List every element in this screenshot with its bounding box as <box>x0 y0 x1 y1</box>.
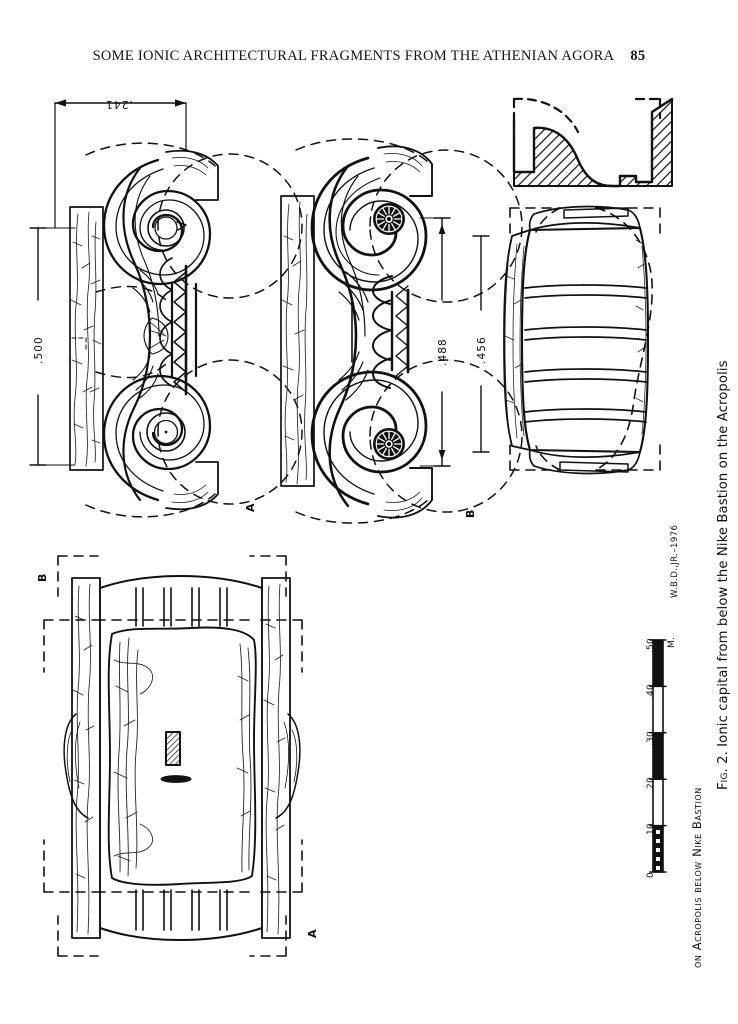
figure-number: Fig. 2. <box>716 751 731 790</box>
plan-view <box>43 555 303 957</box>
elevation-b <box>280 138 523 524</box>
dimension-label-488: .488 <box>437 338 449 366</box>
elevation-a <box>69 142 303 518</box>
dimension-label-500: .500 <box>33 336 45 364</box>
scale-tick-0: 0 <box>646 872 656 878</box>
dimension-label-241: .241 <box>105 98 133 110</box>
scale-tick-30: .30 <box>646 731 656 746</box>
dimension-label-456: .456 <box>476 336 488 364</box>
moulding-section <box>512 97 674 188</box>
scale-tick-20: .20 <box>646 777 656 792</box>
scale-tick-50: .50 <box>646 638 656 653</box>
scale-tick-40: .40 <box>646 684 656 699</box>
figure-caption: Fig. 2. Ionic capital from below the Nik… <box>716 360 731 790</box>
scale-bar-title: on Acropolis below Nike Bastion <box>690 787 704 968</box>
running-title: SOME IONIC ARCHITECTURAL FRAGMENTS FROM … <box>92 48 615 64</box>
section-label-elevation-b: B <box>464 509 477 518</box>
side-elevation <box>503 205 661 475</box>
scale-unit-label: M. <box>667 636 677 648</box>
section-label-elevation-a: A <box>244 503 257 512</box>
figure-caption-text: Ionic capital from below the Nike Bastio… <box>716 360 731 747</box>
scale-tick-10: .10 <box>646 823 656 838</box>
plan-section-label-a: A <box>306 929 319 938</box>
page-number: 85 <box>630 48 646 64</box>
plan-section-label-b: B <box>36 573 49 582</box>
dimension-241 <box>54 99 187 229</box>
running-header: SOME IONIC ARCHITECTURAL FRAGMENTS FROM … <box>0 48 738 65</box>
drawing-credit: W.B.D.,JR.–1976 <box>670 524 680 598</box>
